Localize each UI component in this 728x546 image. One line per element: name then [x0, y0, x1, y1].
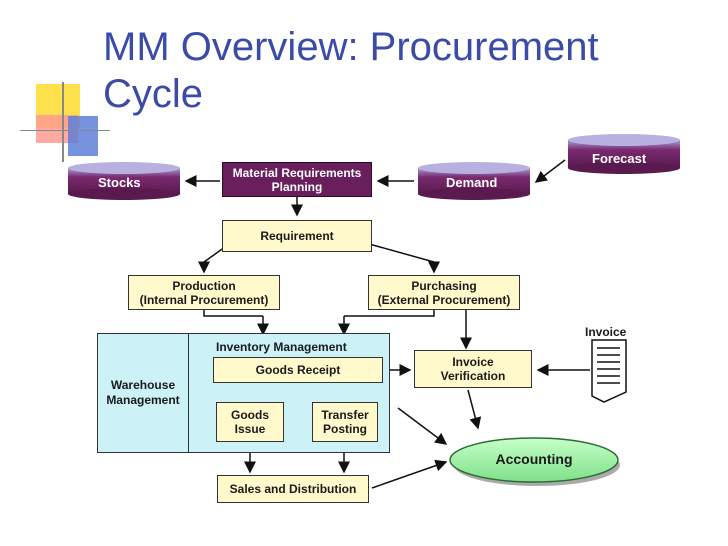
transfer-posting-label: Transfer Posting: [321, 408, 369, 436]
requirement-box: Requirement: [222, 220, 372, 252]
sales-distribution-box: Sales and Distribution: [217, 475, 369, 503]
invoice-label: Invoice: [585, 325, 627, 339]
production-box: Production (Internal Procurement): [128, 275, 280, 310]
sales-distribution-label: Sales and Distribution: [229, 482, 357, 496]
goods-receipt-box: Goods Receipt: [213, 357, 383, 383]
demand-label: Demand: [446, 175, 498, 190]
purchasing-label: Purchasing (External Procurement): [377, 278, 511, 307]
decor-hline: [20, 130, 110, 131]
forecast-cylinder: [568, 134, 680, 174]
purchasing-box: Purchasing (External Procurement): [368, 275, 520, 310]
invoice-document-icon: [591, 339, 627, 403]
decor-vline: [62, 82, 64, 162]
forecast-label: Forecast: [592, 151, 647, 166]
page-title: MM Overview: Procurement Cycle: [103, 25, 599, 116]
goods-issue-label: Goods Issue: [231, 408, 269, 436]
transfer-posting-box: Transfer Posting: [312, 402, 378, 442]
invoice-verification-box: Invoice Verification: [414, 350, 532, 388]
inventory-management-label: Inventory Management: [216, 340, 347, 354]
goods-issue-box: Goods Issue: [216, 402, 284, 442]
goods-receipt-label: Goods Receipt: [255, 363, 341, 377]
stocks-label: Stocks: [98, 175, 141, 190]
accounting-label: Accounting: [495, 451, 573, 467]
invoice-verification-label: Invoice Verification: [440, 355, 506, 383]
decor-square-blue: [68, 116, 98, 156]
accounting-ellipse: [449, 437, 619, 483]
mrp-label: Material Requirements Planning: [232, 165, 362, 194]
warehouse-panel: Warehouse Management: [97, 333, 189, 453]
demand-cylinder: [418, 162, 530, 200]
production-label: Production (Internal Procurement): [139, 278, 269, 307]
warehouse-label: Warehouse Management: [106, 378, 180, 407]
stocks-cylinder: [68, 162, 180, 200]
requirement-label: Requirement: [260, 229, 334, 243]
mrp-box: Material Requirements Planning: [222, 162, 372, 197]
